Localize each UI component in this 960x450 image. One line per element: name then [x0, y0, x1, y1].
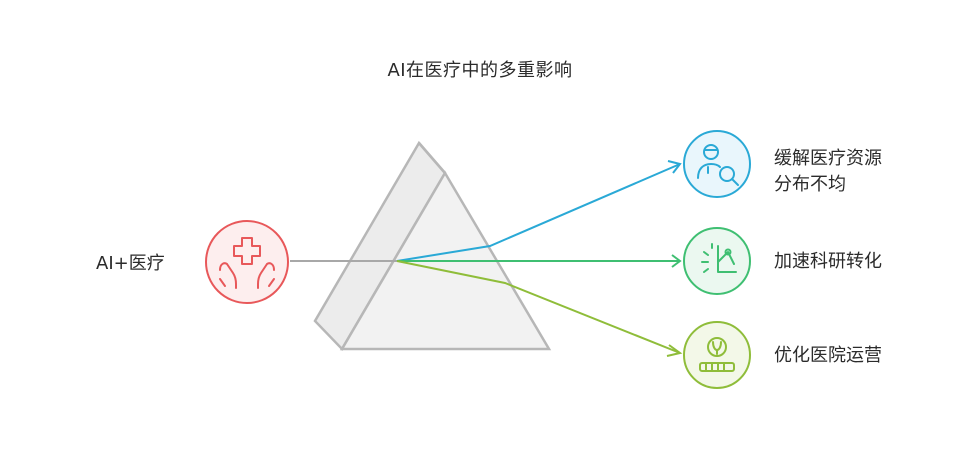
output-label-3: 优化医院运营	[774, 343, 924, 369]
output-label-2: 加速科研转化	[774, 249, 924, 275]
output-label-2-line1: 加速科研转化	[774, 251, 882, 272]
output-label-3-line1: 优化医院运营	[774, 345, 882, 366]
input-node	[205, 220, 289, 304]
hospital-operations-icon	[699, 337, 735, 372]
input-label: AI+医疗	[96, 253, 165, 274]
doctor-search-icon	[697, 144, 739, 186]
output-label-1-line2: 分布不均	[774, 174, 846, 195]
output-label-1-line1: 缓解医疗资源	[774, 148, 882, 169]
output-node-1	[683, 130, 751, 198]
research-growth-icon	[701, 243, 737, 273]
output-label-1: 缓解医疗资源 分布不均	[774, 146, 924, 198]
diagram-title: AI在医疗中的多重影响	[387, 60, 573, 81]
prism-top-edge	[418, 142, 446, 174]
output-ray-1	[396, 160, 682, 262]
output-node-3	[683, 321, 751, 389]
output-ray-2	[397, 254, 682, 268]
prism	[313, 140, 552, 352]
output-ray-3	[396, 260, 683, 357]
medical-hands-icon	[219, 237, 275, 289]
output-node-2	[683, 227, 751, 295]
